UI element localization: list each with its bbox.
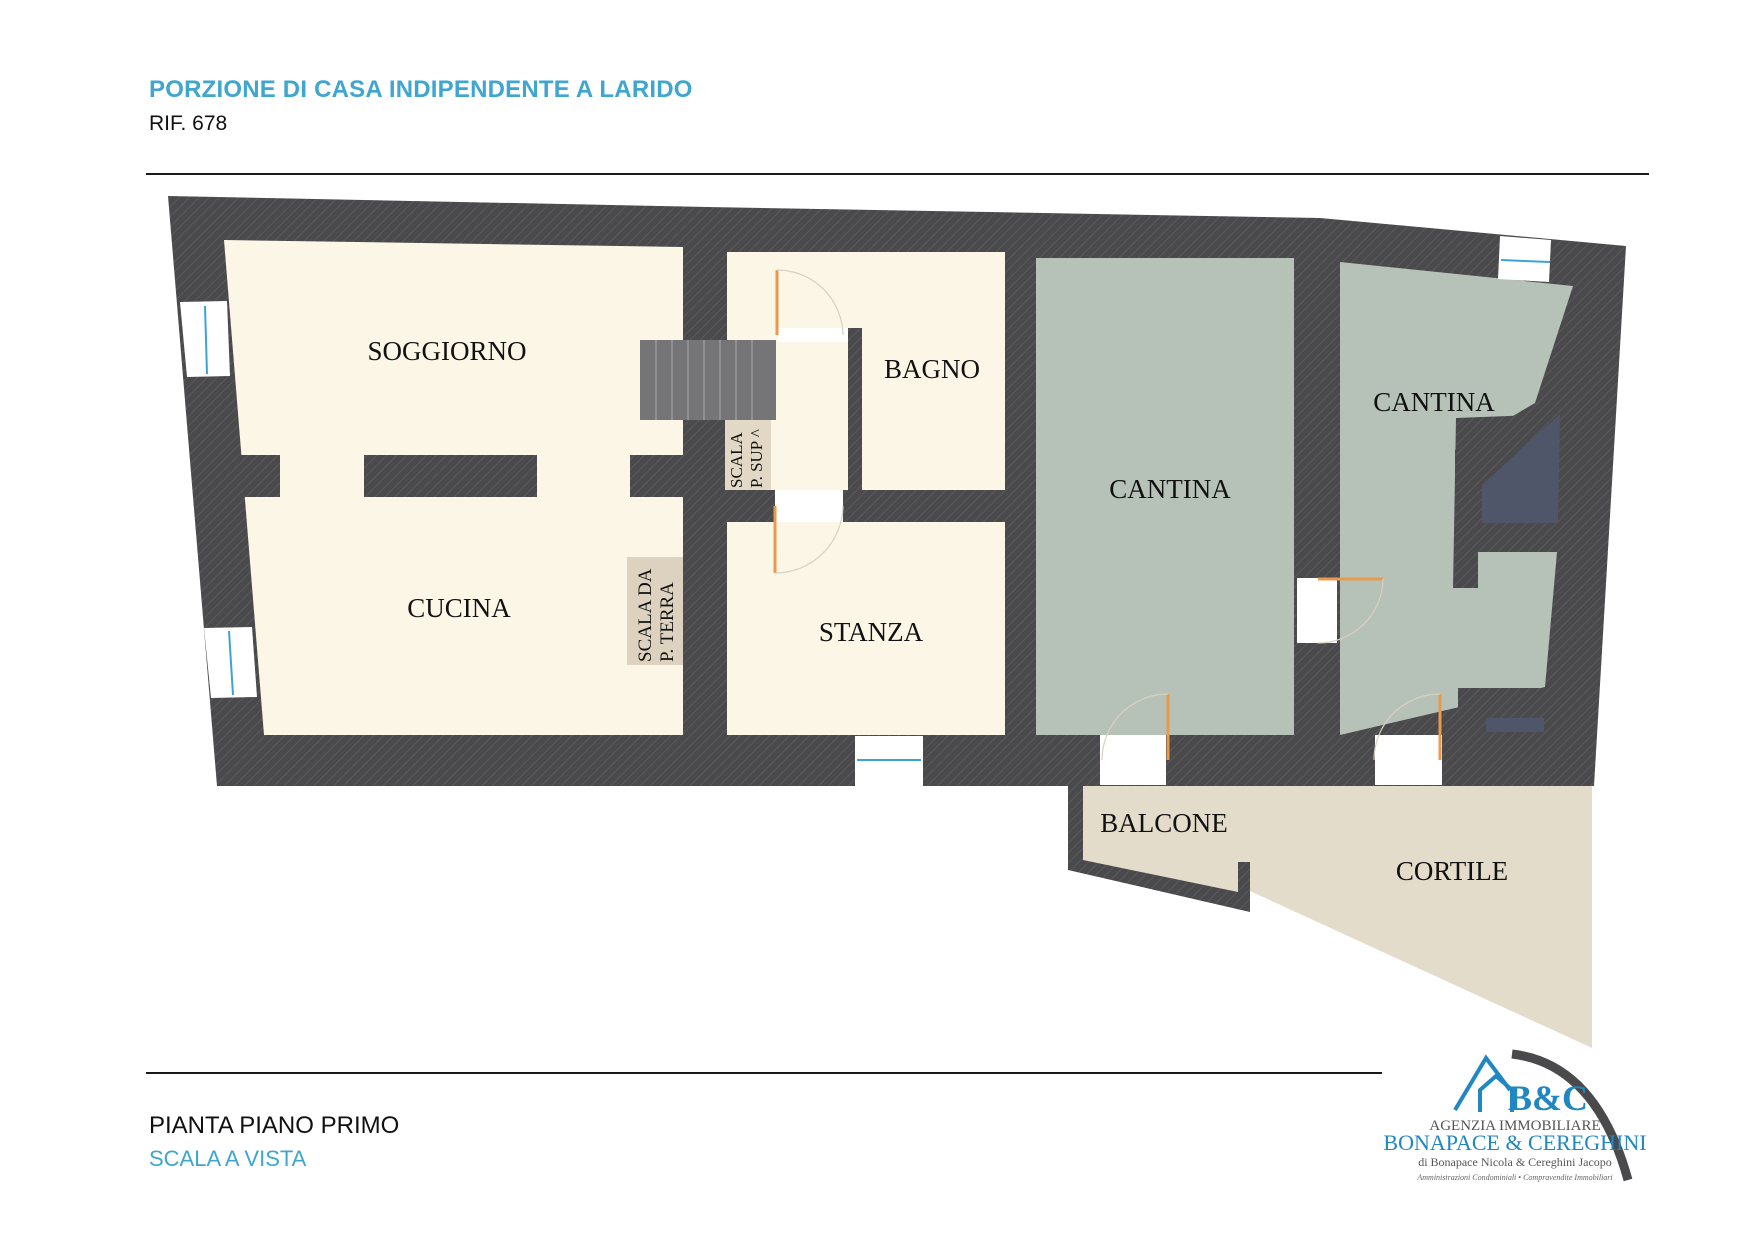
- logo-roof-icon: [1453, 1054, 1514, 1112]
- label-soggiorno: SOGGIORNO: [367, 336, 526, 366]
- door-arc-balcone: [1101, 693, 1169, 761]
- wall-kitchen-island: [364, 455, 537, 497]
- label-bagno: BAGNO: [884, 354, 980, 384]
- logo-mark: B&C: [1508, 1078, 1588, 1118]
- wall-kitchen-stub-left: [224, 455, 280, 497]
- logo-swoosh-icon: [1511, 1049, 1633, 1182]
- plan-title: PIANTA PIANO PRIMO: [149, 1112, 400, 1139]
- wall-cantina-2-vent: [1486, 718, 1544, 732]
- door-arc-cantina: [1317, 578, 1384, 644]
- header-divider: [146, 173, 1649, 175]
- label-cortile: CORTILE: [1396, 856, 1508, 886]
- door-arc-cortile: [1373, 693, 1441, 761]
- door-opening-bagno: [778, 328, 848, 342]
- door-opening-cantina: [1297, 578, 1337, 643]
- footer-divider: [146, 1072, 1382, 1074]
- door-arc-stanza: [774, 505, 844, 574]
- wall-bagno-inner: [848, 328, 862, 490]
- window-soggiorno: [180, 301, 230, 377]
- wall-cantina-2-corner: [1458, 688, 1594, 740]
- logo-owners: di Bonapace Nicola & Cereghini Jacopo: [1418, 1155, 1612, 1169]
- door-opening-cortile: [1375, 735, 1442, 785]
- scale-note: SCALA A VISTA: [149, 1146, 307, 1171]
- wall-cantina-2-niche: [1482, 414, 1560, 523]
- label-cucina: CUCINA: [407, 593, 511, 623]
- reference-number: RIF. 678: [149, 112, 228, 135]
- logo-name: BONAPACE & CEREGHINI: [1383, 1130, 1646, 1155]
- stair-upper: [640, 340, 776, 420]
- label-scala-terra-2: P. TERRA: [657, 582, 678, 662]
- label-scala-terra-1: SCALA DA: [635, 568, 656, 662]
- label-balcone: BALCONE: [1100, 808, 1228, 838]
- label-scala-sup-2: P. SUP ^: [747, 429, 766, 488]
- window-cucina: [204, 627, 257, 698]
- logo-agency: AGENZIA IMMOBILIARE: [1429, 1118, 1600, 1134]
- label-cantina-1: CANTINA: [1109, 474, 1231, 504]
- floor-cantina-2: [1340, 262, 1573, 735]
- wall-kitchen-stub-right: [630, 455, 685, 497]
- floor-cantina-1: [1036, 258, 1294, 735]
- door-arc-bagno: [776, 269, 844, 336]
- agency-logo: B&C AGENZIA IMMOBILIARE BONAPACE & CEREG…: [1383, 1049, 1647, 1182]
- label-stanza: STANZA: [819, 617, 924, 647]
- door-opening-balcone: [1100, 735, 1166, 785]
- label-cantina-2: CANTINA: [1373, 387, 1495, 417]
- balcone-railing: [1068, 782, 1250, 912]
- label-scala-sup-1: SCALA: [727, 432, 746, 488]
- floor-stanza: [727, 522, 1005, 735]
- logo-services: Amministrazioni Condominiali • Compraven…: [1416, 1173, 1612, 1182]
- stair-sup-landing: [725, 420, 771, 490]
- window-cantina-2: [1498, 236, 1551, 282]
- door-opening-stanza: [775, 490, 843, 522]
- stair-terra-landing: [627, 557, 683, 665]
- balcone-area: [1073, 782, 1240, 910]
- page-title: PORZIONE DI CASA INDIPENDENTE A LARIDO: [149, 76, 693, 103]
- window-stanza: [855, 736, 923, 786]
